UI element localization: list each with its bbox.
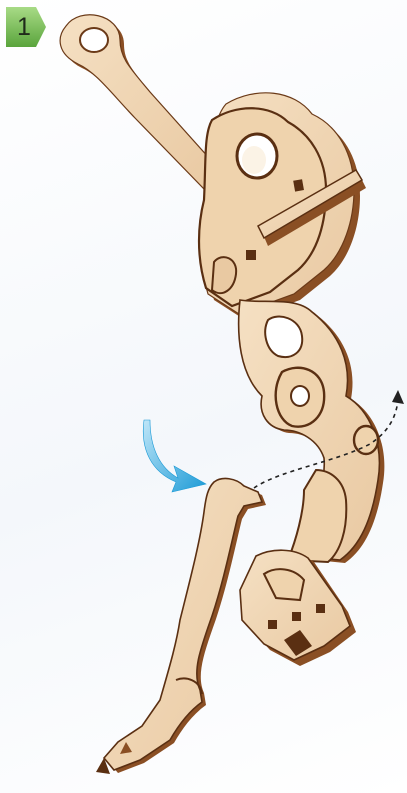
curved-blue-arrow-icon <box>143 420 206 492</box>
front-leg-part <box>96 479 266 774</box>
raised-arm-part <box>60 15 222 194</box>
back-leg-part <box>239 300 385 563</box>
back-foot-part <box>240 550 356 666</box>
